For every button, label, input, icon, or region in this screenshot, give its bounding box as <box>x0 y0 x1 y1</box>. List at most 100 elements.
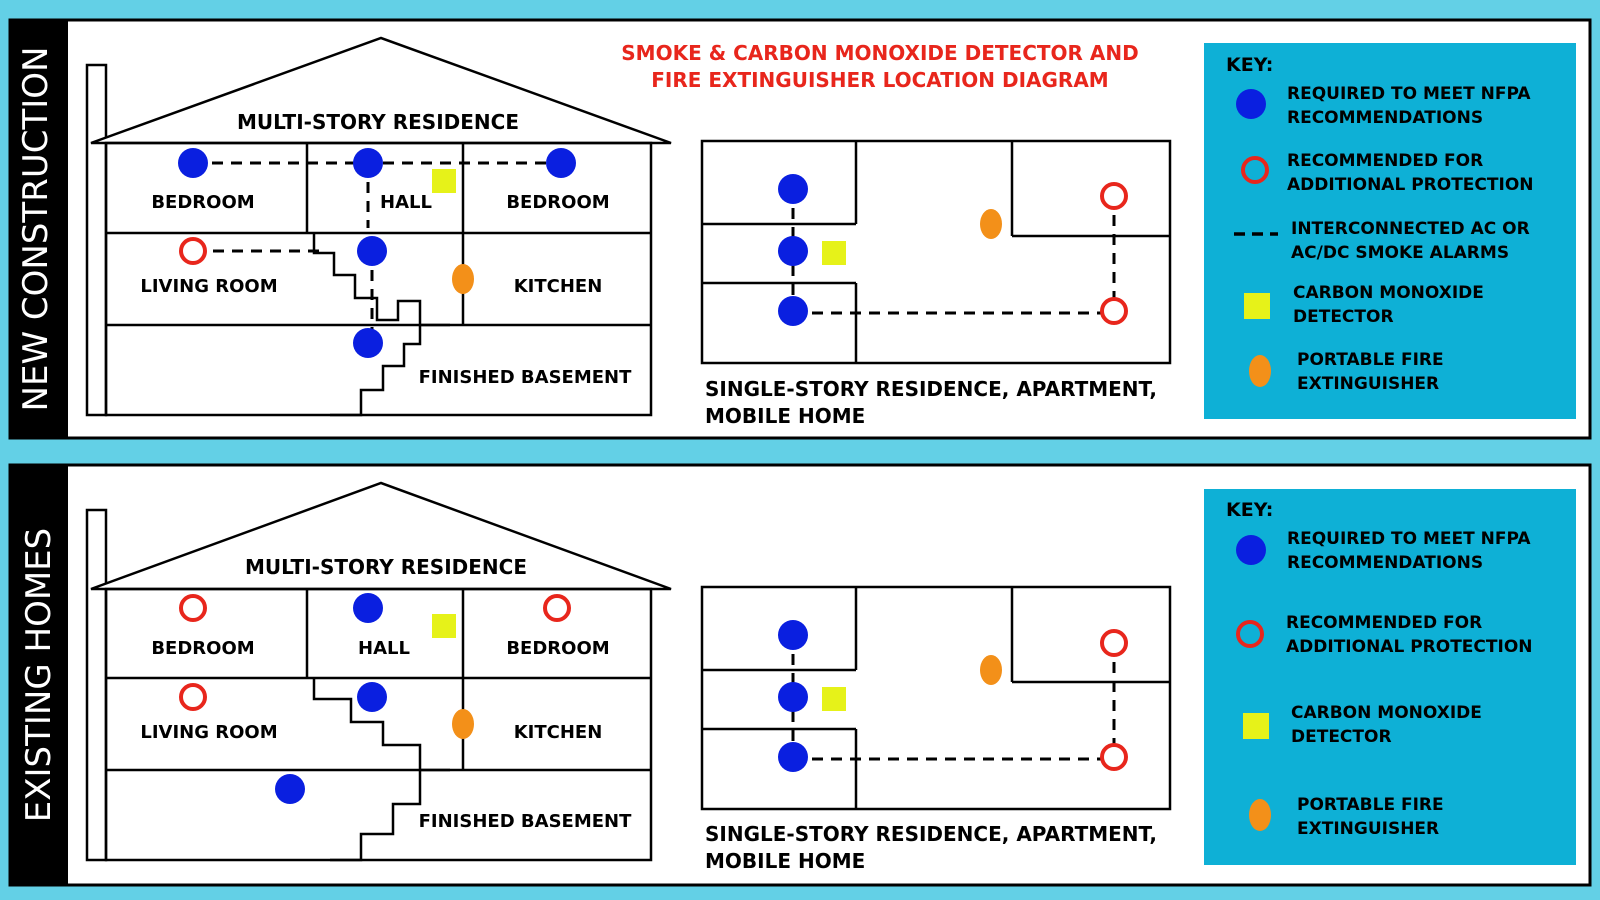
plan-outline <box>700 139 1172 365</box>
panel-existing-homes: EXISTING HOMES MULTI-STORY RESIDENCE BED… <box>8 463 1592 887</box>
co-detector-icon <box>432 169 456 193</box>
key-item-label: ADDITIONAL PROTECTION <box>1287 175 1534 195</box>
key-title: KEY: <box>1226 499 1273 521</box>
side-band <box>10 465 68 885</box>
yellow-square-icon <box>1244 293 1270 319</box>
lower-staircase <box>330 325 422 417</box>
house-outline <box>104 587 653 862</box>
required-detector-icon <box>778 620 808 650</box>
room-basement: FINISHED BASEMENT <box>419 811 632 832</box>
fire-extinguisher-icon <box>980 209 1002 239</box>
room-basement: FINISHED BASEMENT <box>419 367 632 388</box>
recommended-detector-icon <box>1100 297 1128 325</box>
co-detector-icon <box>432 614 456 638</box>
multi-story-house <box>85 36 672 417</box>
fire-extinguisher-icon <box>452 264 474 294</box>
upper-staircase <box>312 233 450 327</box>
key-item-label: PORTABLE FIRE <box>1297 795 1444 815</box>
diagram-title-line2: FIRE EXTINGUISHER LOCATION DIAGRAM <box>651 68 1108 92</box>
single-story-caption-line2: MOBILE HOME <box>705 404 865 428</box>
required-detector-icon <box>778 174 808 204</box>
single-story-caption-line1: SINGLE-STORY RESIDENCE, APARTMENT, <box>705 377 1157 401</box>
required-detector-icon <box>357 236 387 266</box>
fire-extinguisher-icon <box>452 709 474 739</box>
room-bedroom-right: BEDROOM <box>506 638 609 659</box>
recommended-detector-icon <box>1100 182 1128 210</box>
panel-new-construction: NEW CONSTRUCTION SMOKE & CARBON MONOXIDE… <box>8 18 1592 440</box>
recommended-detector-icon <box>179 237 207 265</box>
upper-staircase <box>312 678 450 772</box>
required-detector-icon <box>178 148 208 178</box>
key-item-label: AC/DC SMOKE ALARMS <box>1291 243 1509 263</box>
key-item-label: EXTINGUISHER <box>1297 819 1439 839</box>
room-kitchen: KITCHEN <box>514 276 603 297</box>
key-item-label: REQUIRED TO MEET NFPA <box>1287 84 1531 104</box>
side-band <box>10 20 68 438</box>
room-bedroom-left: BEDROOM <box>151 638 254 659</box>
orange-oval-icon <box>1249 355 1271 387</box>
single-story-plan <box>700 585 1172 811</box>
fire-extinguisher-icon <box>980 655 1002 685</box>
yellow-square-icon <box>1243 713 1269 739</box>
room-hall: HALL <box>380 192 432 213</box>
key-item-label: INTERCONNECTED AC OR <box>1291 219 1530 239</box>
required-detector-icon <box>778 742 808 772</box>
key-box: KEY: REQUIRED TO MEET NFPA RECOMMENDATIO… <box>1204 43 1576 419</box>
side-label: NEW CONSTRUCTION <box>16 47 56 412</box>
key-item-label: RECOMMENDED FOR <box>1287 151 1483 171</box>
diagram-title-line1: SMOKE & CARBON MONOXIDE DETECTOR AND <box>621 41 1138 65</box>
room-bedroom-right: BEDROOM <box>506 192 609 213</box>
red-ring-icon <box>1241 156 1269 184</box>
side-label: EXISTING HOMES <box>19 528 59 823</box>
room-hall: HALL <box>358 638 410 659</box>
required-detector-icon <box>353 328 383 358</box>
orange-oval-icon <box>1249 799 1271 831</box>
key-background <box>1204 43 1576 419</box>
key-title: KEY: <box>1226 54 1273 76</box>
single-story-plan <box>700 139 1172 365</box>
required-detector-icon <box>357 682 387 712</box>
required-detector-icon <box>275 774 305 804</box>
key-item-label: RECOMMENDED FOR <box>1286 613 1482 633</box>
key-item-label: RECOMMENDATIONS <box>1287 108 1483 128</box>
recommended-detector-icon <box>1100 743 1128 771</box>
recommended-detector-icon <box>543 594 571 622</box>
key-box: KEY: REQUIRED TO MEET NFPA RECOMMENDATIO… <box>1204 489 1576 865</box>
key-item-label: RECOMMENDATIONS <box>1287 553 1483 573</box>
key-item-label: CARBON MONOXIDE <box>1293 283 1484 303</box>
room-living-room: LIVING ROOM <box>140 276 277 297</box>
key-item-label: DETECTOR <box>1293 307 1394 327</box>
key-item-label: EXTINGUISHER <box>1297 374 1439 394</box>
required-detector-icon <box>778 236 808 266</box>
required-detector-icon <box>546 148 576 178</box>
red-ring-icon <box>1236 620 1264 648</box>
house-outline <box>104 141 653 417</box>
house-title: MULTI-STORY RESIDENCE <box>237 110 519 134</box>
key-item-label: DETECTOR <box>1291 727 1392 747</box>
recommended-detector-icon <box>1100 629 1128 657</box>
key-item-label: PORTABLE FIRE <box>1297 350 1444 370</box>
required-detector-icon <box>353 593 383 623</box>
room-living-room: LIVING ROOM <box>140 722 277 743</box>
plan-outline <box>700 585 1172 811</box>
recommended-detector-icon <box>179 683 207 711</box>
key-item-label: ADDITIONAL PROTECTION <box>1286 637 1533 657</box>
house-title: MULTI-STORY RESIDENCE <box>245 555 527 579</box>
key-item-label: REQUIRED TO MEET NFPA <box>1287 529 1531 549</box>
required-detector-icon <box>778 682 808 712</box>
room-bedroom-left: BEDROOM <box>151 192 254 213</box>
multi-story-house <box>85 481 672 862</box>
single-story-caption-line2: MOBILE HOME <box>705 849 865 873</box>
room-kitchen: KITCHEN <box>514 722 603 743</box>
single-story-caption-line1: SINGLE-STORY RESIDENCE, APARTMENT, <box>705 822 1157 846</box>
co-detector-icon <box>822 241 846 265</box>
blue-dot-icon <box>1236 89 1266 119</box>
recommended-detector-icon <box>179 594 207 622</box>
lower-staircase <box>330 770 422 862</box>
key-item-label: CARBON MONOXIDE <box>1291 703 1482 723</box>
required-detector-icon <box>353 148 383 178</box>
blue-dot-icon <box>1236 535 1266 565</box>
required-detector-icon <box>778 296 808 326</box>
co-detector-icon <box>822 687 846 711</box>
